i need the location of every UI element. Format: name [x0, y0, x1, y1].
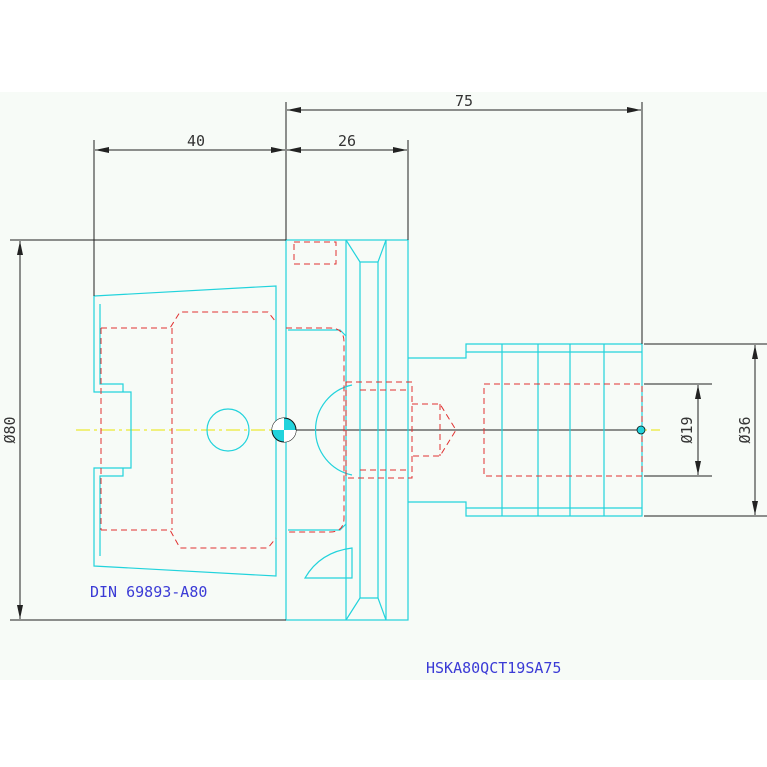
dim-overall-length: 75: [455, 92, 473, 110]
dim-flange-diameter: Ø80: [1, 416, 19, 443]
dim-flange-length: 26: [338, 132, 356, 150]
taper-hole: [206, 408, 250, 452]
end-point-marker: [636, 425, 646, 435]
part-code-label: HSKA80QCT19SA75: [426, 659, 561, 677]
dim-taper-length: 40: [187, 132, 205, 150]
sheet-background: [0, 92, 767, 680]
standard-label: DIN 69893-A80: [90, 583, 207, 601]
shank-outline: [408, 343, 643, 517]
dim-bore-diameter: Ø19: [678, 416, 696, 443]
origin-marker-quadrant: [284, 430, 296, 442]
origin-marker-quadrant-2: [272, 418, 284, 430]
flange-outline: [285, 239, 409, 621]
taper-outline: [93, 285, 277, 577]
dimension-lines: [10, 102, 767, 621]
dim-shank-diameter: Ø36: [736, 416, 754, 443]
